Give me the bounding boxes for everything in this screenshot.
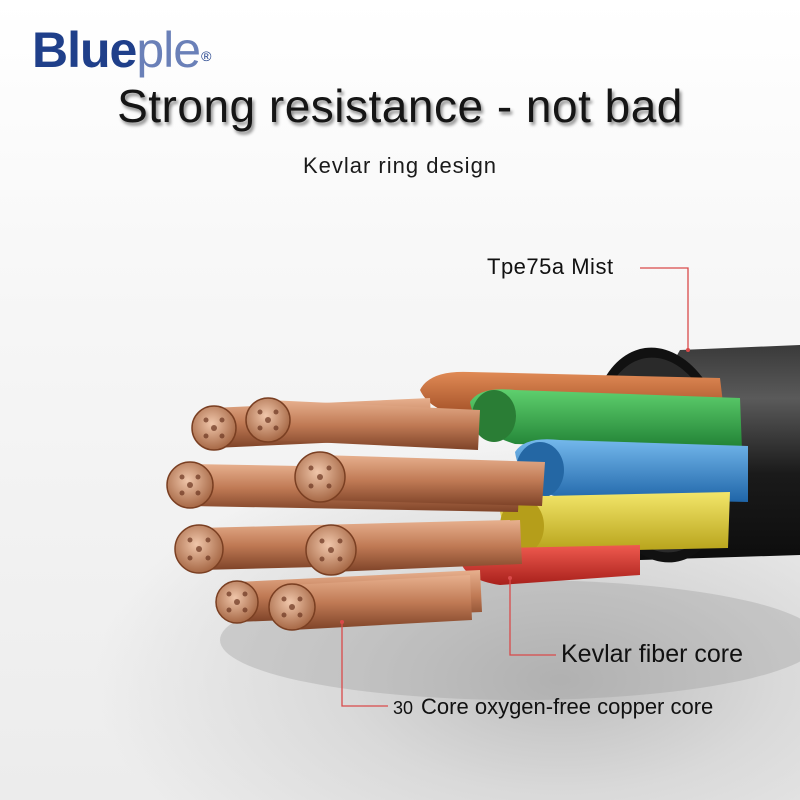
yellow-wire [500, 492, 730, 552]
callout-copper-count: 30 [393, 698, 414, 718]
headline: Strong resistance - not bad [117, 80, 683, 132]
brand-logo-rest: ple [136, 22, 201, 78]
leader-line-copper [341, 622, 388, 707]
callout-kevlar: Kevlar fiber core [561, 640, 744, 668]
copper-bundles [166, 397, 545, 631]
callout-copper: 30 Core oxygen-free copper core [393, 694, 713, 720]
green-wire [470, 389, 742, 450]
subtitle: Kevlar ring design [302, 153, 498, 178]
brand-logo-main: Blue [32, 22, 137, 78]
callout-outer-jacket: Tpe75a Mist [487, 254, 614, 279]
registered-mark: ® [201, 48, 211, 64]
blue-wire [515, 439, 748, 502]
leader-line-kevlar [509, 578, 556, 656]
leader-line-jacket [640, 267, 689, 350]
green-wire-end [472, 390, 516, 442]
callout-copper-text: Core oxygen-free copper core [421, 694, 714, 719]
brand-logo: Blueple® [32, 22, 211, 78]
leader-lines [340, 267, 690, 707]
